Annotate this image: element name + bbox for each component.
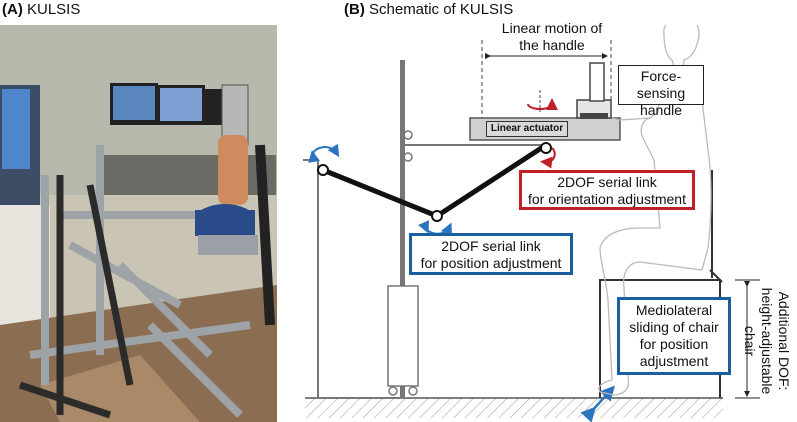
panel-a-title-text: KULSIS — [27, 1, 81, 18]
kulsis-photo — [0, 25, 277, 422]
base-joint-arrow — [308, 143, 340, 163]
chair-sliding-line-3: for position — [639, 336, 709, 352]
chair-sliding-line-2: sliding of chair — [629, 319, 719, 335]
joint-rotation-arrow — [540, 147, 556, 169]
chair-sliding-arrow — [580, 385, 616, 422]
panel-b-title-text: Schematic of KULSIS — [369, 1, 514, 18]
position-link-line-1: 2DOF serial link — [441, 238, 541, 254]
base-frame — [303, 159, 319, 398]
panel-b-letter: (B) — [344, 1, 365, 18]
force-handle-line-1: Force-sensing — [636, 68, 686, 101]
orientation-link-line-2: for orientation adjustment — [528, 191, 686, 207]
additional-dof-line-3: chair — [742, 325, 758, 357]
seated-person-outline — [598, 25, 712, 396]
additional-dof-line-1: Additional DOF: — [776, 291, 792, 391]
additional-dof-label: Additional DOF: height-adjustable chair — [738, 286, 792, 396]
ground-hatch — [305, 398, 723, 418]
panel-a-letter: (A) — [2, 1, 23, 18]
orientation-link-line-1: 2DOF serial link — [557, 174, 657, 190]
linear-motion-label: Linear motion of the handle — [490, 20, 614, 54]
linear-actuator-label: Linear actuator — [486, 121, 568, 137]
panel-a-title: (A) KULSIS — [2, 1, 80, 18]
additional-dof-line-2: height-adjustable — [759, 287, 775, 395]
linear-motion-line-2: the handle — [519, 37, 585, 53]
orientation-link-box: 2DOF serial link for orientation adjustm… — [519, 170, 695, 210]
force-sensing-handle-box: Force-sensing handle — [618, 65, 704, 118]
chair-sliding-box: Mediolateral sliding of chair for positi… — [617, 297, 731, 375]
position-link-box: 2DOF serial link for position adjustment — [409, 233, 573, 275]
vertical-column — [400, 60, 405, 398]
force-handle-line-2: handle — [639, 102, 683, 118]
controller-cart — [387, 285, 419, 387]
panel-b-title: (B) Schematic of KULSIS — [344, 1, 513, 18]
chair-sliding-line-1: Mediolateral — [635, 302, 713, 318]
handle-grip — [589, 62, 605, 102]
position-link-1 — [322, 167, 438, 219]
position-link-line-2: for position adjustment — [420, 255, 562, 271]
position-link-2 — [435, 142, 548, 219]
handle-rotation-arrow — [527, 98, 558, 111]
linear-motion-line-1: Linear motion of — [501, 20, 603, 36]
chair-sliding-line-4: adjustment — [639, 353, 709, 369]
